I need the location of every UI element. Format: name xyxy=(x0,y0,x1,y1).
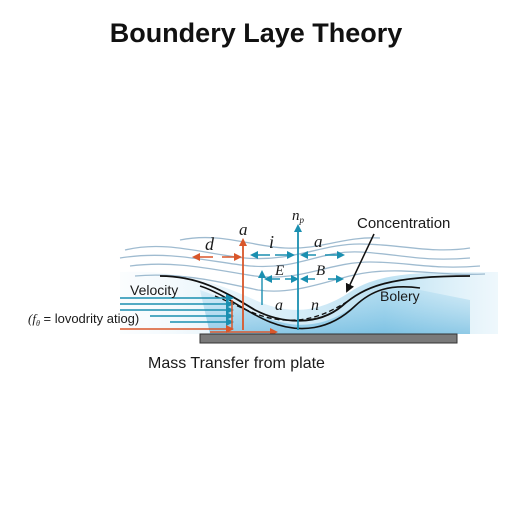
symbol-a-right: a xyxy=(314,232,323,251)
boundary-outer-curve xyxy=(159,275,471,322)
label-caption: Mass Transfer from plate xyxy=(148,355,325,372)
symbol-a-top: a xyxy=(239,220,248,239)
boundary-inner-curve xyxy=(199,285,421,330)
label-velocity: Velocity xyxy=(130,282,178,298)
velocity-arrows xyxy=(120,294,234,326)
symbol-d: d xyxy=(205,234,215,254)
concentration-dashed-line xyxy=(214,295,351,321)
symbol-i: i xyxy=(269,232,274,252)
page-title: Boundery Laye Theory xyxy=(109,18,403,48)
concentration-pointer xyxy=(345,233,375,293)
streamlines xyxy=(119,236,486,292)
symbol-e: E xyxy=(274,263,284,279)
symbol-n-mid: n xyxy=(311,297,319,314)
symbol-n-p: np xyxy=(292,208,305,225)
label-concentration: Concentration xyxy=(357,215,450,232)
label-formula: (fθ = lovodrity atiog) xyxy=(28,311,139,328)
symbol-a-mid: a xyxy=(275,297,283,314)
symbol-b: B xyxy=(316,263,325,279)
plate xyxy=(199,333,458,344)
label-bolery: Bolery xyxy=(380,288,420,304)
boundary-layer-fill xyxy=(200,288,470,334)
